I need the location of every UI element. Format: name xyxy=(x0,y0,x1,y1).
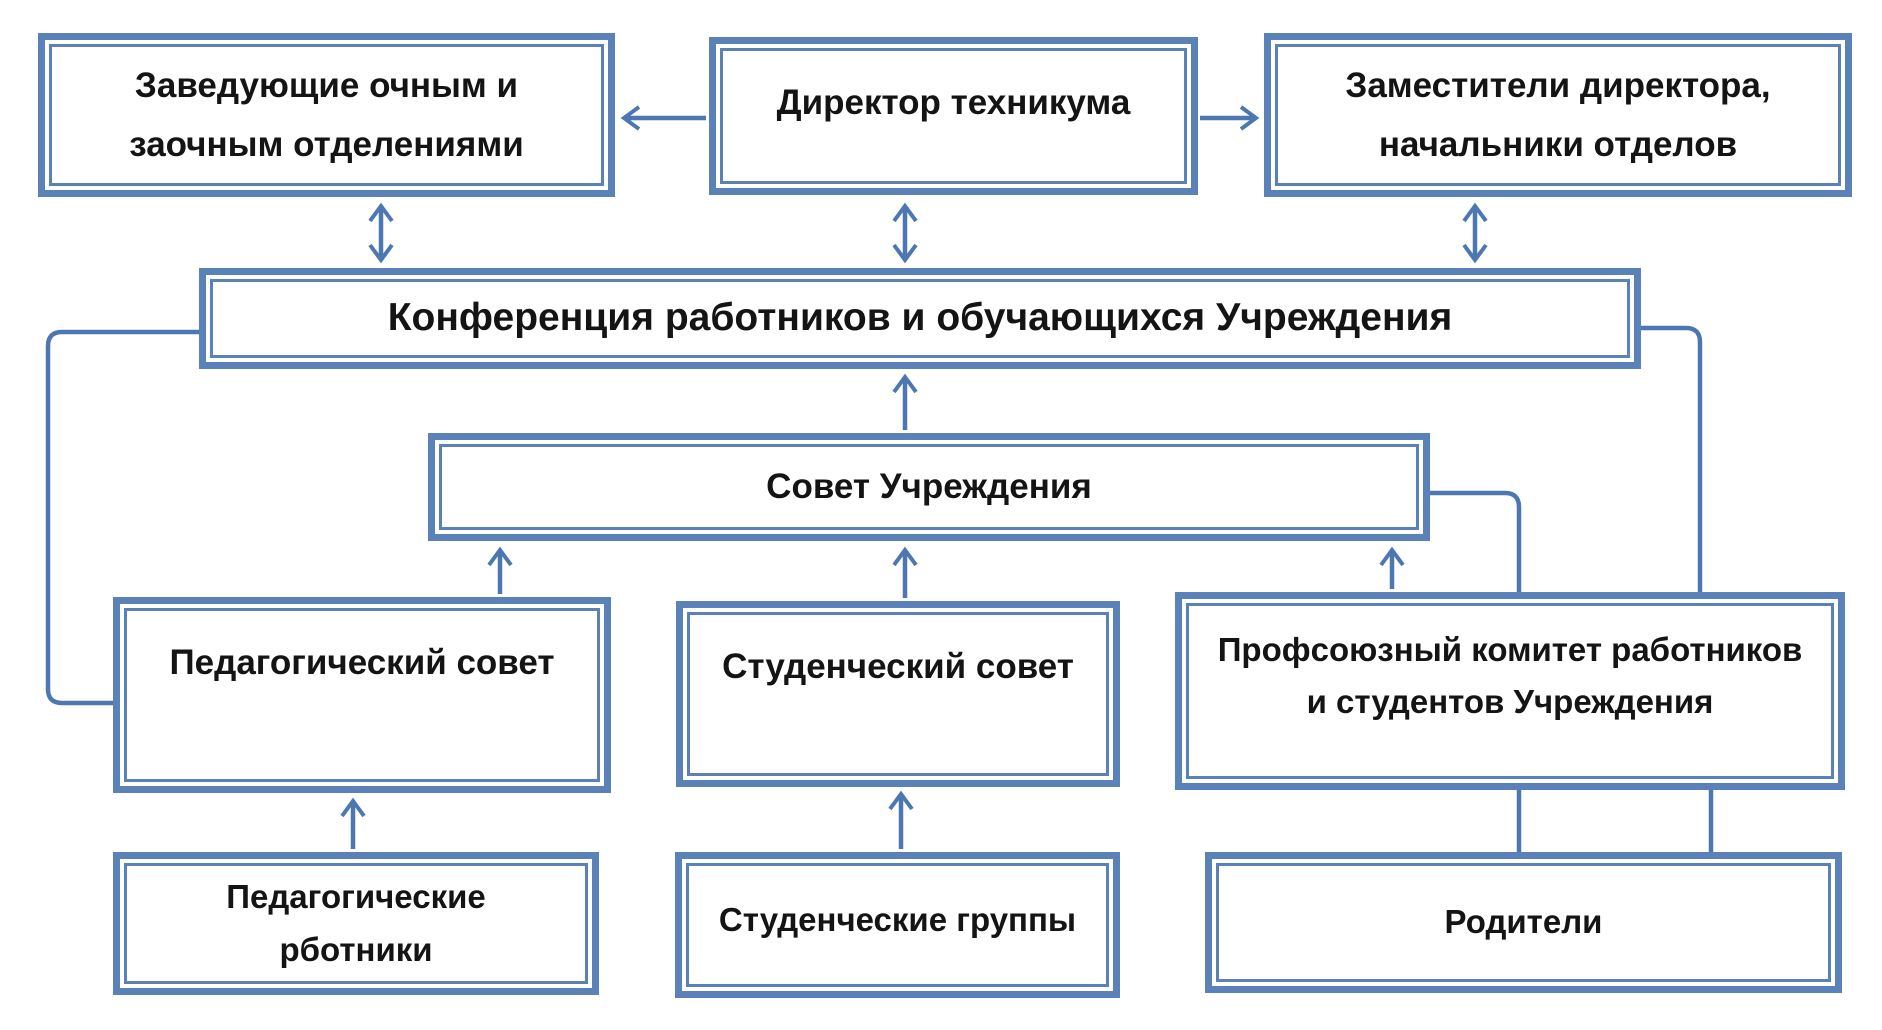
box-student-council: Студенческий совет xyxy=(676,601,1120,787)
box-deputies-label: Заместители директора, начальники отдело… xyxy=(1278,47,1838,183)
student-council-line: Студенческий совет xyxy=(722,647,1074,686)
box-conference: Конференция работников и обучающихся Учр… xyxy=(199,268,1641,369)
deputies-line-2: начальники отделов xyxy=(1378,125,1738,164)
box-parents: Родители xyxy=(1205,852,1842,993)
parents-line: Родители xyxy=(1444,903,1603,941)
connector-conference-to-union xyxy=(1640,325,1703,593)
deans-line-1: Заведующие очным и xyxy=(134,65,519,105)
student-groups-line: Студенческие группы xyxy=(718,901,1077,938)
box-pedagogical-workers-label: Педагогические рботники xyxy=(127,866,585,981)
box-deans-label: Заведующие очным и заочным отделениями xyxy=(52,47,601,183)
box-conference-label: Конференция работников и обучающихся Учр… xyxy=(213,282,1627,355)
box-director-label: Директор техникума xyxy=(723,51,1184,181)
connector-council-to-union xyxy=(1429,490,1522,593)
box-union-committee-label: Профсоюзный комитет работников и студент… xyxy=(1189,606,1831,776)
box-student-groups-label: Студенческие группы xyxy=(689,866,1106,984)
box-pedagogical-workers: Педагогические рботники xyxy=(113,852,599,995)
pedworkers-line-1: Педагогические xyxy=(226,878,486,916)
pedagogical-council-line: Педагогический совет xyxy=(169,643,555,682)
box-council-label: Совет Учреждения xyxy=(442,447,1416,527)
box-parents-label: Родители xyxy=(1219,866,1828,979)
union-line-1: Профсоюзный комитет работников xyxy=(1217,631,1803,668)
deans-line-2: заочным отделениями xyxy=(129,125,524,164)
box-deputies: Заместители директора, начальники отдело… xyxy=(1264,33,1852,197)
box-pedagogical-council-label: Педагогический совет xyxy=(127,611,597,779)
box-student-groups: Студенческие группы xyxy=(675,852,1120,998)
conference-line: Конференция работников и обучающихся Учр… xyxy=(387,296,1453,340)
box-director: Директор техникума xyxy=(709,37,1198,195)
council-line: Совет Учреждения xyxy=(766,467,1092,507)
connector-conference-to-pedcouncil xyxy=(45,329,199,706)
box-student-council-label: Студенческий совет xyxy=(690,615,1106,773)
director-line: Директор техникума xyxy=(776,83,1131,122)
box-council: Совет Учреждения xyxy=(428,433,1430,541)
box-union-committee: Профсоюзный комитет работников и студент… xyxy=(1175,592,1845,790)
box-pedagogical-council: Педагогический совет xyxy=(113,597,611,793)
pedworkers-line-2: рботники xyxy=(279,930,433,968)
union-line-2: и студентов Учреждения xyxy=(1306,683,1714,721)
deputies-line-1: Заместители директора, xyxy=(1345,65,1771,105)
box-deans: Заведующие очным и заочным отделениями xyxy=(38,33,615,197)
